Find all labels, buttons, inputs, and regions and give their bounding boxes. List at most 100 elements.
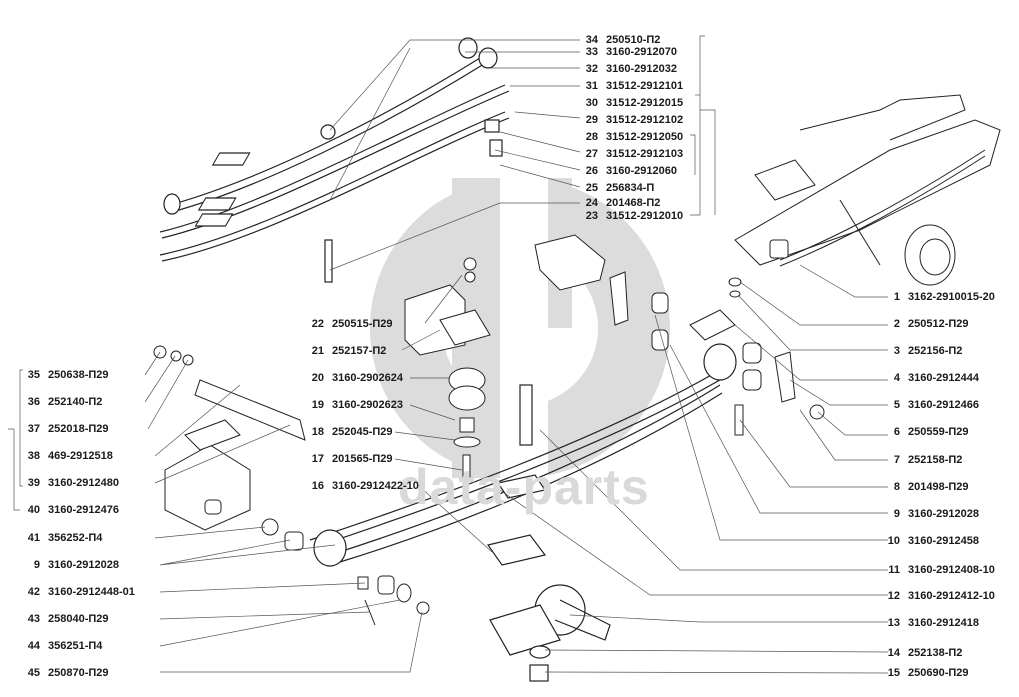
part-number: 42 [27, 586, 40, 598]
part-code: 31512-2912101 [606, 80, 684, 92]
part-label[interactable]: 12 3160-2912412-10 [882, 590, 995, 603]
part-label[interactable]: 23 31512-2912010 [580, 210, 683, 223]
part-label[interactable]: 27 31512-2912103 [580, 148, 683, 161]
part-number: 22 [311, 318, 324, 330]
part-label[interactable]: 30 31512-2912015 [580, 97, 683, 110]
part-number: 19 [311, 399, 324, 411]
part-label[interactable]: 15 250690-П29 [882, 667, 969, 680]
part-number: 14 [887, 647, 900, 659]
part-label[interactable]: 44 356251-П4 [22, 640, 103, 653]
part-number: 40 [27, 504, 40, 516]
part-code: 252158-П2 [908, 454, 963, 466]
part-code: 3160-2912028 [48, 559, 119, 571]
part-number: 7 [893, 454, 900, 466]
part-code: 250690-П29 [908, 667, 969, 679]
vehicle-suspension-view [734, 94, 1001, 286]
part-code: 3160-2912412-10 [908, 590, 995, 602]
part-label[interactable]: 38 469-2912518 [22, 450, 113, 463]
part-number: 41 [27, 532, 40, 544]
part-number: 12 [887, 590, 900, 602]
part-code: 3160-2902623 [332, 399, 403, 411]
part-code: 3160-2912458 [908, 535, 979, 547]
part-code: 356251-П4 [48, 640, 103, 652]
part-code: 356252-П4 [48, 532, 103, 544]
part-code: 252018-П29 [48, 423, 109, 435]
part-number: 9 [33, 559, 40, 571]
part-number: 39 [27, 477, 40, 489]
watermark-text: data-parts [398, 459, 650, 515]
part-label[interactable]: 43 258040-П29 [22, 613, 109, 626]
part-code: 250870-П29 [48, 667, 109, 679]
part-number: 17 [311, 453, 324, 465]
part-label[interactable]: 17 201565-П29 [306, 453, 393, 466]
part-code: 3160-2912448-01 [48, 586, 135, 598]
part-number: 27 [585, 148, 598, 160]
part-number: 45 [27, 667, 40, 679]
part-code: 256834-П [606, 182, 655, 194]
part-code: 252045-П29 [332, 426, 393, 438]
part-code: 31512-2912103 [606, 148, 684, 160]
part-code: 3160-2912422-10 [332, 480, 419, 492]
part-code: 250512-П29 [908, 318, 969, 330]
part-code: 469-2912518 [48, 450, 113, 462]
part-code: 31512-2912010 [606, 210, 684, 222]
part-code: 252156-П2 [908, 345, 963, 357]
part-number: 44 [27, 640, 40, 652]
part-code: 201565-П29 [332, 453, 393, 465]
part-number: 38 [27, 450, 40, 462]
part-code: 3160-2912444 [908, 372, 979, 384]
part-number: 33 [585, 46, 598, 58]
part-code: 250638-П29 [48, 369, 109, 381]
part-label[interactable]: 19 3160-2902623 [306, 399, 403, 412]
part-code: 258040-П29 [48, 613, 109, 625]
part-label[interactable]: 7 252158-П2 [882, 454, 963, 467]
part-code: 3160-2912032 [606, 63, 677, 75]
part-number: 23 [585, 210, 598, 222]
part-label[interactable]: 42 3160-2912448-01 [22, 586, 135, 599]
part-label[interactable]: 45 250870-П29 [22, 667, 109, 680]
part-code: 252140-П2 [48, 396, 103, 408]
part-code: 252157-П2 [332, 345, 387, 357]
part-label[interactable]: 9 3160-2912028 [22, 559, 119, 572]
part-number: 11 [888, 564, 900, 576]
part-label[interactable]: 41 356252-П4 [22, 532, 103, 545]
part-number: 30 [585, 97, 598, 109]
part-number: 15 [887, 667, 900, 679]
part-number: 43 [27, 613, 40, 625]
front-bracket [534, 234, 825, 436]
part-code: 250559-П29 [908, 426, 969, 438]
part-number: 29 [585, 114, 598, 126]
part-code: 31512-2912015 [606, 97, 684, 109]
